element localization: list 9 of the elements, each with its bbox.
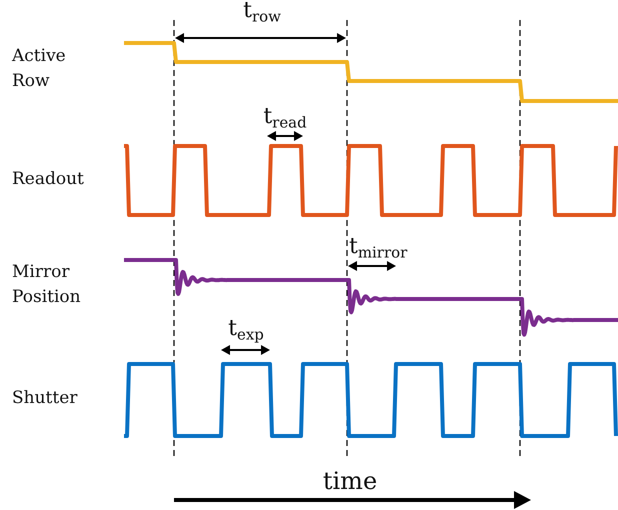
axis-label: time <box>322 467 378 496</box>
duration-label: t$_{row}$ <box>243 0 281 24</box>
signal-label: Active Row <box>12 45 67 93</box>
duration-label: t$_{mirror}$ <box>349 234 408 260</box>
duration-label: t$_{exp}$ <box>228 316 264 342</box>
signal-label: Readout <box>12 169 84 190</box>
signal-label: Shutter <box>12 388 78 408</box>
signal-label: Mirror Position <box>12 261 82 309</box>
duration-label: t$_{read}$ <box>263 104 307 130</box>
